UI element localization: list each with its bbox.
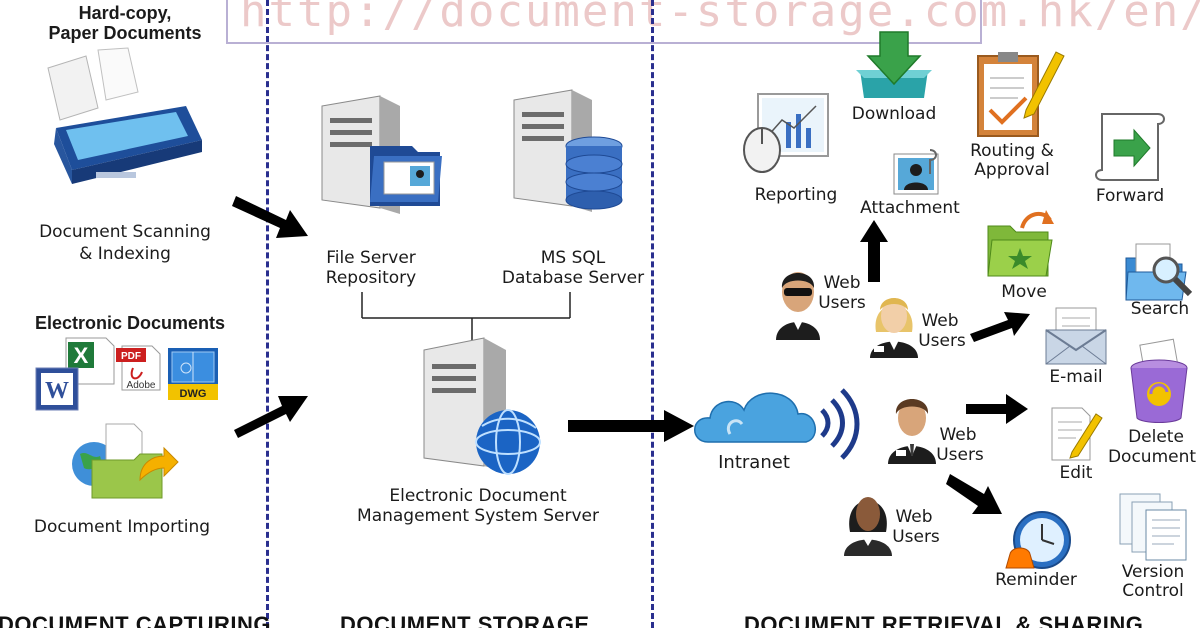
edms-label-line2: Management System Server — [357, 506, 599, 526]
web-user-4-avatar — [844, 497, 892, 556]
search-icon — [1125, 243, 1193, 301]
watermark-url: http://document-storage.com.hk/en/ — [240, 0, 1200, 37]
web-user-3-avatar — [888, 399, 936, 464]
routing-approval-icon — [977, 51, 1065, 137]
reporting-label: Reporting — [754, 185, 838, 205]
move-label: Move — [1001, 282, 1047, 302]
reminder-label: Reminder — [995, 570, 1077, 590]
web-user-2-label-line1: Web — [921, 311, 959, 331]
intranet-cloud-icon — [694, 388, 860, 460]
routing-label-line1: Routing & — [970, 141, 1054, 161]
delete-document-icon — [1130, 338, 1188, 423]
scanner-icon — [47, 47, 202, 184]
intranet-label: Intranet — [718, 452, 790, 473]
arrow-scan-to-storage — [232, 196, 308, 238]
section-document-retrieval-sharing: DOCUMENT RETRIEVAL & SHARING — [744, 612, 1144, 628]
arrow-to-edit — [966, 394, 1028, 424]
download-icon — [856, 31, 932, 98]
move-icon — [987, 210, 1054, 277]
web-user-2-label-line2: Users — [918, 331, 966, 351]
pdf-icon: PDF Adobe — [116, 345, 161, 391]
delete-label-line2: Document — [1107, 447, 1197, 467]
divider-storage-sharing — [651, 0, 654, 628]
routing-label-line2: Approval — [974, 160, 1050, 180]
arrow-import-to-storage — [234, 396, 308, 438]
svg-text:W: W — [45, 378, 69, 404]
web-user-4-label-line1: Web — [895, 507, 933, 527]
forward-label: Forward — [1095, 186, 1165, 206]
hardcopy-title-line1: Hard-copy, — [78, 3, 172, 23]
reminder-icon — [1005, 511, 1071, 569]
web-user-4-label-line2: Users — [892, 527, 940, 547]
attachment-icon — [893, 149, 939, 195]
edms-label-line1: Electronic Document — [389, 486, 567, 506]
search-label: Search — [1130, 299, 1190, 319]
dwg-icon: DWG — [168, 348, 218, 400]
word-icon: W — [35, 367, 79, 411]
file-server-icon — [321, 95, 442, 214]
attachment-label: Attachment — [860, 198, 960, 218]
edms-server-icon — [423, 337, 541, 475]
watermark-box — [226, 0, 982, 44]
divider-capture-storage — [266, 0, 269, 628]
edit-label: Edit — [1059, 463, 1093, 483]
excel-icon: X — [65, 337, 115, 385]
electronic-documents-title: Electronic Documents — [34, 313, 226, 333]
arrow-to-move — [970, 312, 1030, 342]
file-server-label-line2: Repository — [325, 268, 417, 288]
document-importing-icon — [72, 423, 179, 499]
version-label-line2: Control — [1122, 581, 1184, 601]
edit-icon — [1051, 407, 1103, 461]
scanning-label-line1: Document Scanning — [39, 222, 211, 242]
svg-text:PDF: PDF — [121, 351, 141, 362]
file-type-icons: X W PDF Adobe DWG — [35, 337, 218, 411]
arrow-to-reminder — [946, 474, 1002, 514]
web-user-3-label-line1: Web — [939, 425, 977, 445]
sql-server-label-line2: Database Server — [501, 268, 645, 288]
server-connector-lines — [361, 292, 571, 342]
file-server-label-line1: File Server — [326, 248, 416, 268]
forward-icon — [1095, 113, 1165, 181]
delete-label-line1: Delete — [1128, 427, 1184, 447]
email-icon — [1045, 307, 1107, 365]
svg-text:DWG: DWG — [180, 388, 207, 400]
reporting-icon — [743, 93, 829, 173]
section-document-storage: DOCUMENT STORAGE — [340, 612, 590, 628]
web-user-1-avatar — [776, 272, 820, 340]
scanning-label-line2: & Indexing — [79, 244, 171, 264]
document-importing-label: Document Importing — [33, 517, 211, 537]
version-control-icon — [1119, 493, 1187, 561]
web-user-1-label-line2: Users — [818, 293, 866, 313]
arrow-edms-to-intranet — [568, 410, 694, 442]
sql-server-label-line1: MS SQL — [540, 248, 606, 268]
sql-server-icon — [513, 89, 623, 212]
web-user-2-avatar — [870, 298, 918, 358]
section-document-capturing: DOCUMENT CAPTURING — [0, 612, 271, 628]
web-user-1-label-line1: Web — [823, 273, 861, 293]
svg-text:X: X — [74, 343, 89, 368]
download-label: Download — [851, 104, 937, 124]
version-label-line1: Version — [1121, 562, 1185, 582]
svg-text:Adobe: Adobe — [127, 380, 156, 391]
arrow-to-attachment — [860, 220, 888, 282]
hardcopy-title-line2: Paper Documents — [48, 23, 202, 43]
web-user-3-label-line2: Users — [936, 445, 984, 465]
email-label: E-mail — [1049, 367, 1103, 387]
